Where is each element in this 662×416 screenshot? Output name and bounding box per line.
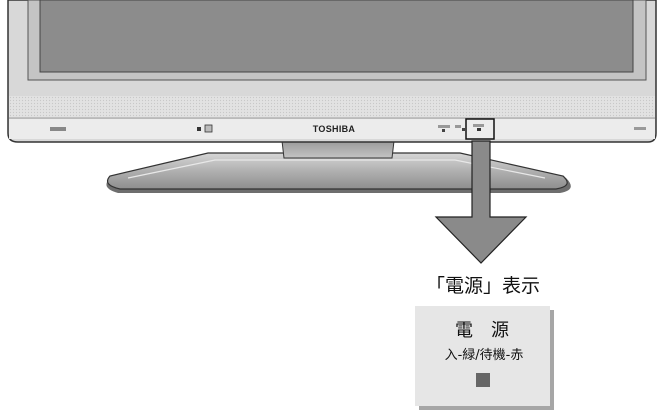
tv-screen <box>39 0 634 73</box>
indicator-panel <box>415 306 550 406</box>
speaker-grille <box>9 96 655 118</box>
brand-logo: TOSHIBA <box>313 124 356 134</box>
down-arrow-icon <box>434 140 528 264</box>
sensor-icon <box>634 127 646 130</box>
tv-stand <box>106 140 571 193</box>
tv-body: TOSHIBA <box>7 0 657 143</box>
power-button-indicator <box>197 127 201 131</box>
power-button[interactable] <box>204 124 213 133</box>
power-indicator-label: 「電源」表示 <box>426 275 540 297</box>
power-led-highlight <box>465 118 495 140</box>
indicator-status-text: 入-緑/待機-赤 <box>445 348 524 363</box>
indicator-title: 電源 <box>455 320 527 341</box>
led-cluster-icon <box>438 124 484 132</box>
remote-sensor-icon <box>50 127 66 131</box>
power-led-indicator <box>476 373 490 387</box>
